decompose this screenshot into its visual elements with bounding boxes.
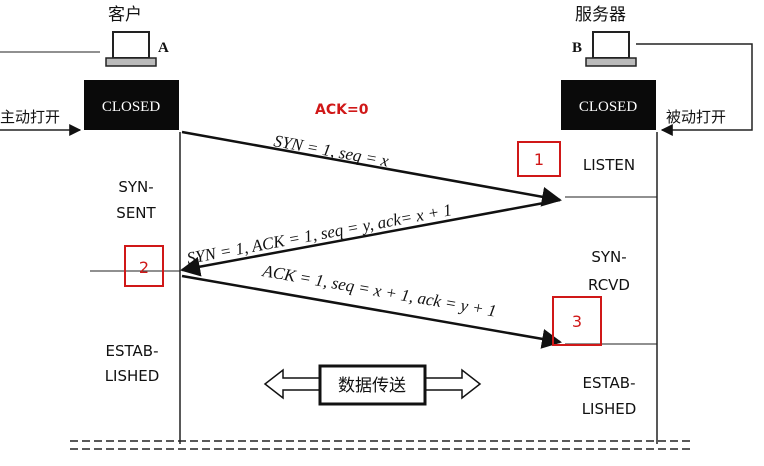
step-2-label: 2: [139, 258, 149, 277]
ack-arrow: [181, 274, 562, 349]
step-2-marker: [124, 245, 164, 287]
ack-zero-note: ACK=0: [315, 102, 369, 118]
server-state-syn-rcvd-1: SYN-: [591, 248, 626, 266]
client-state-syn-sent-2: SENT: [116, 204, 156, 222]
client-state-syn-sent-1: SYN-: [118, 178, 153, 196]
step-1-marker: [517, 141, 561, 177]
client-title: 客户: [108, 5, 142, 25]
server-tag: B: [572, 40, 582, 56]
data-transfer-right-arrow: [424, 368, 482, 400]
client-closed-box: [84, 80, 179, 130]
data-transfer-left-arrow: [263, 368, 321, 400]
passive-open-arrow: [636, 43, 753, 136]
server-computer-icon: [585, 31, 637, 67]
ack-message: ACK = 1, seq = x + 1, ack = y + 1: [260, 261, 497, 321]
syn-ack-arrow: [180, 198, 561, 277]
client-state-established-2: LISHED: [105, 367, 160, 385]
data-transfer-label: 数据传送: [338, 376, 406, 396]
server-closed-label: CLOSED: [579, 99, 638, 115]
client-tag: A: [158, 40, 169, 56]
client-state-established-1: ESTAB-: [106, 342, 159, 360]
passive-open-label: 被动打开: [666, 108, 726, 126]
client-computer-icon: [105, 31, 157, 67]
step-3-marker: [552, 296, 602, 346]
server-state-established-2: LISHED: [582, 400, 637, 418]
server-state-syn-rcvd-2: RCVD: [588, 276, 630, 294]
server-title: 服务器: [575, 5, 626, 25]
syn-ack-message: SYN = 1, ACK = 1, seq = y, ack= x + 1: [185, 200, 453, 268]
syn-message: SYN = 1, seq = x: [272, 131, 390, 170]
client-closed-label: CLOSED: [102, 99, 161, 115]
server-state-listen: LISTEN: [583, 156, 635, 174]
server-closed-box: [561, 80, 656, 130]
syn-arrow: [181, 130, 562, 207]
server-state-established-1: ESTAB-: [583, 374, 636, 392]
active-open-label: 主动打开: [0, 108, 60, 126]
step-1-label: 1: [534, 150, 544, 169]
data-transfer-box: [318, 364, 427, 406]
step-3-label: 3: [572, 312, 582, 331]
